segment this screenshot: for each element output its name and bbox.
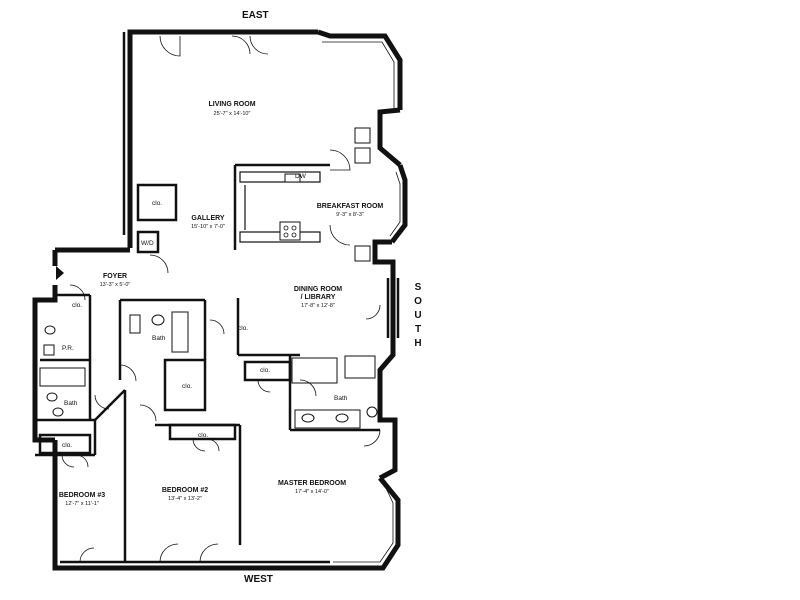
dining-room-name: DINING ROOM [294,286,342,293]
foyer-dims: 13'-3" x 5'-0" [100,282,131,288]
powder-room-label: P.R. [62,345,74,352]
dining-room-dims: 17'-8" x 12'-8" [301,303,335,309]
bedroom2-bath-label: Bath [152,335,166,342]
bedroom3-name: BEDROOM #3 [59,492,105,499]
bedroom3-closet-label: clo. [62,442,72,449]
living-room-name: LIVING ROOM [208,101,255,108]
bedroom2-closet1-label: clo. [182,383,192,390]
left-bath-label: Bath [64,400,78,407]
breakfast-room-name: BREAKFAST ROOM [317,203,384,210]
compass-west-label: WEST [244,574,273,585]
hall-closet-label: clo. [72,302,82,309]
door-swings [61,35,381,563]
entry-arrow-icon [56,266,64,280]
washer-dryer-label: W/D [141,240,154,247]
interior-walls [35,127,380,562]
master-bedroom-name: MASTER BEDROOM [278,480,346,487]
dishwasher-label: DW [295,173,307,180]
bedroom3-dims: 12'-7" x 11'-1" [65,501,98,507]
master-bath-label: Bath [334,395,348,402]
living-room-dims: 25'-7" x 14'-10" [214,111,251,117]
bedroom2-name: BEDROOM #2 [162,487,208,494]
dining-room-name-line2: / LIBRARY [301,294,336,301]
gallery-closet-label: clo. [152,200,162,207]
foyer-name: FOYER [103,273,127,280]
breakfast-room-dims: 9'-3" x 8'-3" [336,212,364,218]
corridor-closet-label: clo. [238,325,248,332]
gallery-dims: 15'-10" x 7'-0" [191,224,225,230]
bedroom2-closet2-label: clo. [198,432,208,439]
master-bedroom-dims: 17'-4" x 14'-0" [295,489,329,495]
gallery-name: GALLERY [191,215,225,222]
master-closet-label: clo. [260,367,270,374]
outer-walls [32,29,408,571]
compass-east-label: EAST [242,10,269,21]
bedroom2-dims: 13'-4" x 13'-2" [168,496,202,502]
